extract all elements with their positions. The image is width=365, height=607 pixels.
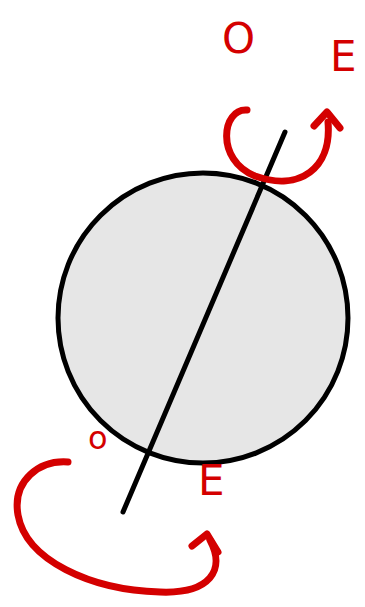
pole-label: E [330,36,357,78]
arrowhead-top [314,112,340,128]
rotation-arrow-bottom [17,462,216,592]
rotation-axis [123,132,285,512]
pole-label: O [222,18,255,60]
arrowhead-bottom [192,534,218,552]
pole-label: E [198,460,225,502]
rotation-arrow-top [227,110,329,181]
pole-label: o [88,422,108,454]
